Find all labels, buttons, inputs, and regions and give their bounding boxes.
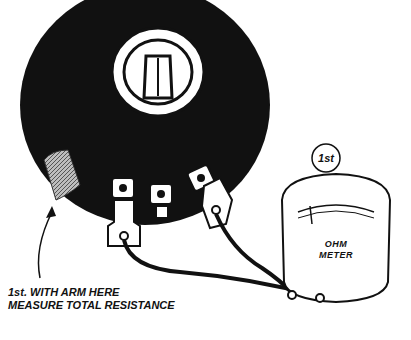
instruction-note: 1st. WITH ARM HERE MEASURE TOTAL RESISTA… bbox=[8, 286, 176, 312]
meter-face: OHM METER bbox=[300, 230, 372, 270]
shaft bbox=[144, 56, 172, 98]
step-marker: 1st bbox=[313, 145, 339, 171]
terminal-rivet bbox=[150, 184, 172, 204]
terminal-rivet bbox=[112, 178, 134, 198]
meter-terminal bbox=[288, 291, 296, 299]
terminal-lug bbox=[156, 206, 168, 218]
resistance-winding bbox=[44, 150, 80, 200]
meter-terminal bbox=[316, 294, 324, 302]
ohmmeter-body bbox=[282, 174, 390, 302]
step-number: 1st bbox=[318, 152, 334, 165]
shaft-slot bbox=[157, 58, 159, 96]
shaft-bushing bbox=[112, 28, 204, 116]
pointer-arrow bbox=[39, 212, 53, 278]
shaft-ring bbox=[124, 40, 192, 104]
step-circle bbox=[312, 144, 340, 172]
meter-label: OHM METER bbox=[314, 239, 358, 261]
test-lead bbox=[216, 214, 292, 293]
terminal-lug bbox=[108, 200, 140, 246]
meter-needle bbox=[310, 206, 312, 224]
pot-body bbox=[20, 0, 270, 225]
